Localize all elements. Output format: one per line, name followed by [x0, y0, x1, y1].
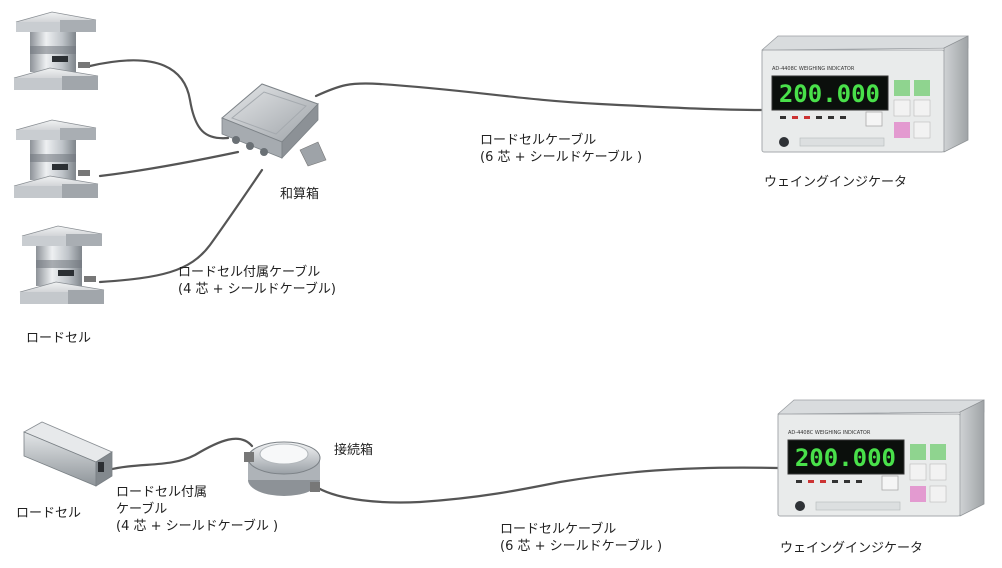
cables-bottom — [106, 437, 780, 504]
cable-loadcell-2 — [98, 150, 240, 178]
compression-loadcell-icon — [19, 225, 105, 304]
cable-loadcell-1 — [88, 59, 230, 140]
cable-loadcell-3 — [98, 168, 264, 284]
weighing-indicator-icon: AD-4408C WEIGHING INDICATOR 200.000 — [760, 35, 969, 153]
indicator-model-text: AD-4408C WEIGHING INDICATOR — [788, 430, 871, 436]
compression-loadcell-icon — [13, 119, 99, 198]
indicator-model-text: AD-4408C WEIGHING INDICATOR — [772, 66, 855, 72]
summing-box-icon — [221, 83, 327, 167]
label-summing-box: 和算箱 — [280, 187, 320, 202]
label-attached-cable-top-1: ロードセル付属ケーブル — [178, 265, 321, 280]
label-junction-box: 接続箱 — [334, 443, 374, 458]
cables-top — [88, 59, 764, 284]
label-attached-cable-top-2: (4 芯 + シールドケーブル) — [178, 282, 336, 297]
label-loadcell-bottom: ロードセル — [16, 506, 82, 521]
label-attached-cable-bottom-1: ロードセル付属 — [116, 485, 208, 500]
label-cable-bottom-1: ロードセルケーブル — [500, 522, 617, 537]
label-loadcell-top: ロードセル — [26, 331, 92, 346]
label-indicator-bottom: ウェイングインジケータ — [780, 541, 924, 556]
label-attached-cable-bottom-3: (4 芯 + シールドケーブル ) — [116, 519, 279, 534]
label-cable-top-2: (6 芯 + シールドケーブル ) — [480, 150, 643, 165]
indicator-display: 200.000 — [779, 80, 880, 108]
label-indicator-top: ウェイングインジケータ — [764, 175, 908, 190]
cable-junction-to-indicator — [316, 466, 780, 504]
beam-loadcell-icon — [23, 421, 113, 487]
cable-beam-to-junction — [106, 437, 254, 472]
indicator-display: 200.000 — [795, 444, 896, 472]
compression-loadcell-icon — [13, 11, 99, 90]
cable-summing-to-indicator — [314, 82, 764, 112]
label-attached-cable-bottom-2: ケーブル — [116, 502, 168, 517]
weighing-indicator-icon: AD-4408C WEIGHING INDICATOR 200.000 — [776, 399, 985, 517]
round-junction-box-icon — [244, 441, 321, 496]
label-cable-bottom-2: (6 芯 + シールドケーブル ) — [500, 539, 663, 554]
label-cable-top-1: ロードセルケーブル — [480, 133, 597, 148]
